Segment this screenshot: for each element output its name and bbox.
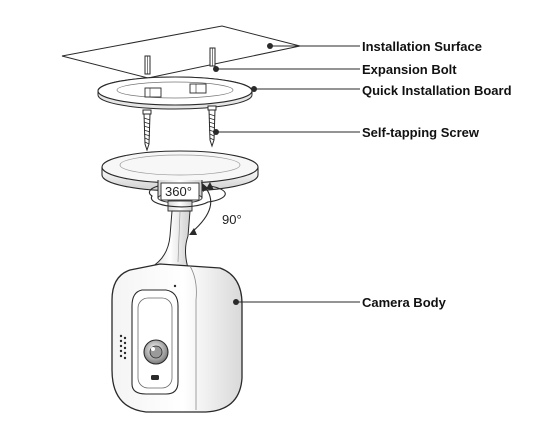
- expansion-bolt-right: [209, 47, 216, 67]
- installation-surface-plane: [61, 25, 301, 79]
- self-tapping-screw-left: [142, 109, 152, 152]
- quick-installation-board: [97, 76, 253, 110]
- leader-dots: [213, 43, 273, 305]
- tilt-90-label: 90°: [222, 212, 242, 227]
- rotation-360-label: 360°: [165, 184, 192, 199]
- expansion-bolt-left: [144, 55, 151, 75]
- self-tapping-screw-right: [207, 105, 217, 148]
- label-installation-surface: Installation Surface: [362, 39, 482, 54]
- tilt-90-arrow: [189, 182, 212, 235]
- label-camera-body: Camera Body: [362, 295, 446, 310]
- camera-neck: [148, 210, 191, 269]
- camera-body-shape: [111, 263, 243, 413]
- label-quick-installation-board: Quick Installation Board: [362, 83, 512, 98]
- label-self-tapping-screw: Self-tapping Screw: [362, 125, 480, 140]
- label-expansion-bolt: Expansion Bolt: [362, 62, 457, 77]
- rotation-360-box: [160, 182, 200, 201]
- leader-lines: [216, 45, 360, 303]
